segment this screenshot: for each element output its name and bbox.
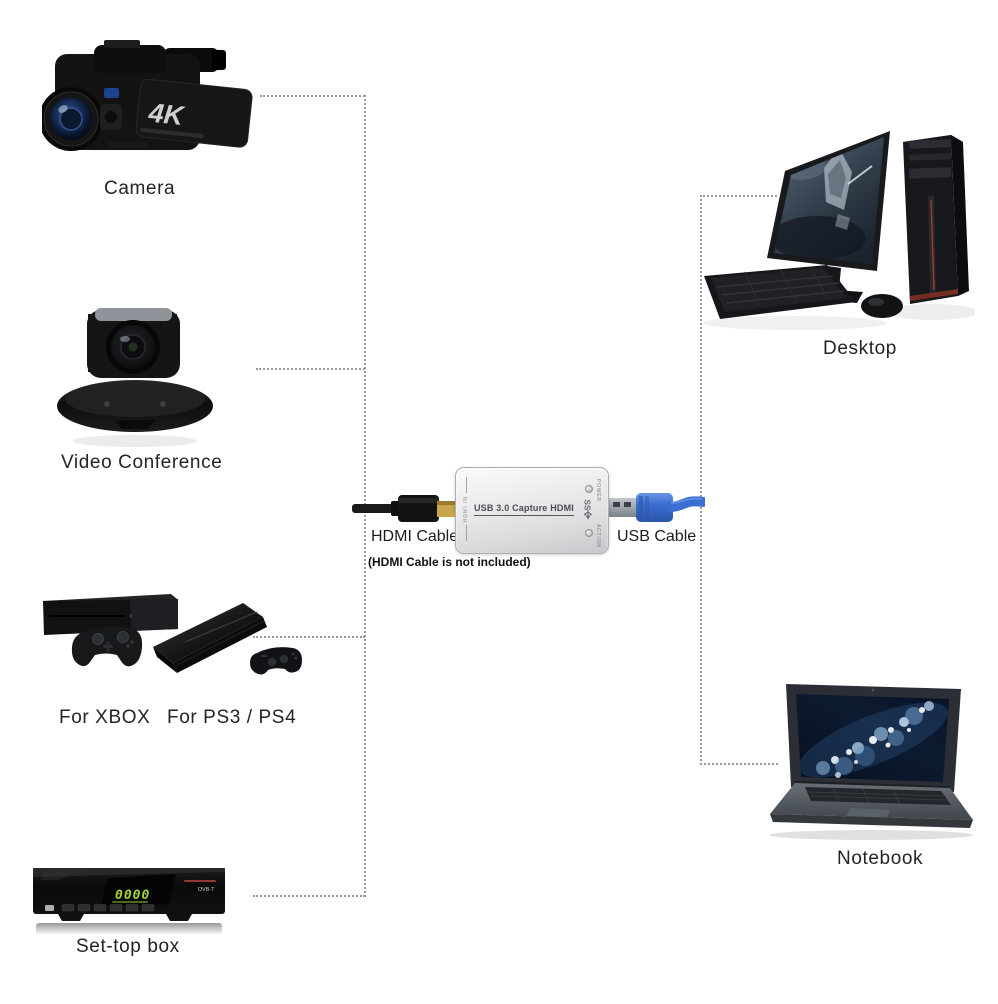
hdmi-in-label: HDMI IN (463, 496, 469, 523)
svg-text:SS: SS (582, 500, 591, 511)
notebook-trackpad (846, 808, 890, 819)
power-led (585, 485, 593, 493)
xbox-controller (71, 626, 143, 667)
video-conference-label: Video Conference (61, 452, 223, 473)
device-title: USB 3.0 Capture HDMI (473, 503, 575, 516)
usb-metal-connector (608, 498, 638, 517)
connector-set-top-box (253, 895, 365, 897)
desktop-image (700, 126, 975, 338)
stb-display-panel (101, 874, 176, 906)
hdmi-in-port: HDMI IN (463, 477, 469, 543)
ps-controller (250, 647, 302, 675)
connector-desktop (700, 195, 777, 197)
video-conference-image (55, 308, 250, 450)
desktop-label: Desktop (823, 338, 897, 359)
connector-video-conference (256, 368, 365, 370)
hdmi-cable-label: HDMI Cable (371, 528, 459, 545)
connector-left-bus (364, 95, 366, 897)
connector-notebook (700, 763, 778, 765)
power-label: POWER (595, 479, 601, 502)
connector-camera (260, 95, 365, 97)
notebook-screen (786, 684, 961, 792)
port-tick (465, 525, 467, 542)
action-led (585, 529, 593, 537)
usb-plug-body (636, 493, 673, 522)
stb-buttons (61, 904, 155, 912)
connector-right-bus (700, 195, 702, 765)
usb3-ss-icon: SS (582, 500, 592, 520)
capture-device: HDMI IN USB 3.0 Capture HDMI POWER SS AC… (455, 467, 609, 554)
hdmi-cable-plug (352, 488, 458, 530)
usb-cable-label: USB Cable (617, 528, 697, 545)
notebook-image (743, 670, 983, 842)
desktop-tower (903, 135, 969, 304)
stb-display: 0000 (115, 888, 150, 903)
usb-cable-plug (605, 488, 705, 528)
set-top-box-label: Set-top box (76, 936, 180, 957)
action-label: ACTION (595, 524, 601, 548)
ps3-console (153, 603, 267, 673)
for-xbox-label: For XBOX (59, 707, 151, 728)
camera-label: Camera (104, 178, 176, 199)
hdmi-cable-note: (HDMI Cable is not included) (368, 555, 531, 569)
consoles-image (35, 585, 315, 700)
port-tick (465, 477, 467, 493)
desktop-keyboard (704, 265, 856, 319)
xbox-console (43, 594, 178, 635)
for-ps-label: For PS3 / PS4 (167, 707, 297, 728)
connector-consoles (253, 636, 365, 638)
notebook-label: Notebook (837, 848, 924, 869)
notebook-base (770, 781, 973, 828)
camera-image: 4K (42, 36, 267, 178)
set-top-box-image: 0000 DVB-T (28, 858, 243, 938)
desktop-mouse (861, 294, 903, 318)
camera-4k-badge: 4K (146, 97, 187, 131)
stb-badge: DVB-T (198, 887, 215, 893)
